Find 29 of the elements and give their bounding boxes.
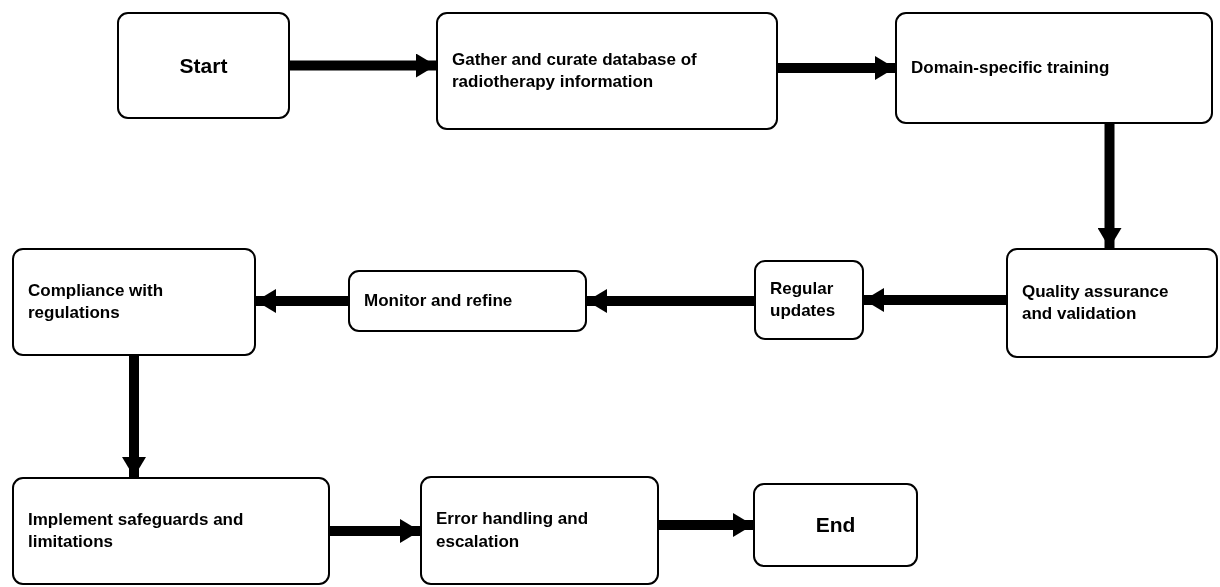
process-box xyxy=(117,12,290,119)
arrow xyxy=(330,519,420,543)
process-box xyxy=(1006,248,1218,358)
box-label: Implement safeguards and limitations xyxy=(28,508,245,553)
process-box xyxy=(753,483,918,567)
process-box xyxy=(754,260,864,340)
box-label: Gather and curate database of radiotherapy information xyxy=(452,48,698,93)
box-label: Monitor and refine xyxy=(364,289,514,312)
process-box xyxy=(12,248,256,356)
process-box xyxy=(348,270,587,332)
arrow xyxy=(122,356,146,477)
process-box xyxy=(12,477,330,585)
box-label: Error handling and escalation xyxy=(436,508,590,553)
arrow xyxy=(659,513,753,537)
arrow xyxy=(290,53,436,78)
process-box xyxy=(895,12,1213,124)
arrow xyxy=(256,289,348,313)
arrow xyxy=(1097,124,1122,248)
arrow xyxy=(587,289,754,313)
box-label: End xyxy=(815,512,856,539)
arrow xyxy=(864,288,1006,312)
process-box xyxy=(420,476,659,585)
box-label: Regular updates xyxy=(770,277,837,322)
box-label: Domain-specific training xyxy=(911,56,1111,79)
box-label: Compliance with regulations xyxy=(28,279,165,324)
box-label: Start xyxy=(179,52,228,79)
process-box xyxy=(436,12,778,130)
box-label: Quality assurance and validation xyxy=(1022,280,1170,325)
arrow xyxy=(778,56,895,80)
